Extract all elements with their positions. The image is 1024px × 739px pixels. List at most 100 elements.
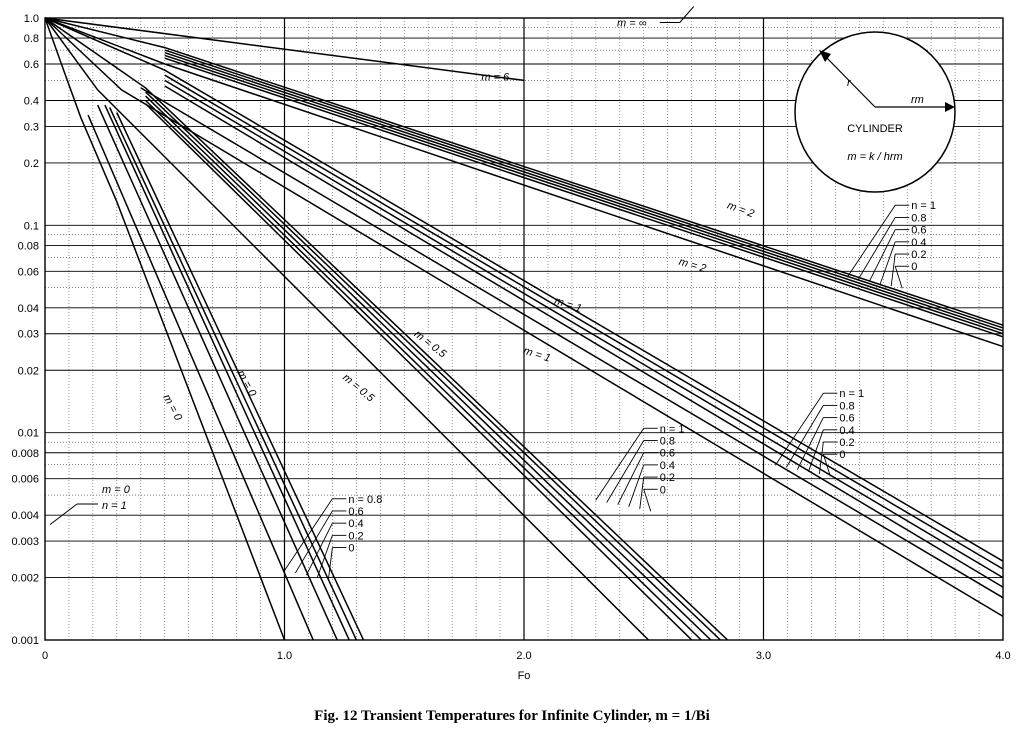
n-leader-arrow	[879, 241, 896, 284]
plot-frame	[44, 17, 1004, 641]
x-tick-label: 3.0	[756, 650, 771, 662]
annotations: m = ∞m = 6m = 2m = 2m = 1m = 1m = 0.5m =…	[49, 6, 756, 526]
series-line	[44, 17, 729, 641]
y-tick-label: 0.4	[24, 96, 39, 108]
y-tick-label: 0.006	[11, 474, 39, 486]
series-line	[109, 107, 358, 641]
series-line	[44, 17, 286, 641]
n-leader-arrow	[316, 535, 333, 578]
curve-label: m = 0.5	[340, 372, 377, 406]
y-tick-label: 0.06	[18, 266, 39, 278]
n-leader-arrow	[628, 464, 645, 508]
corner-note-label: n = 1	[102, 500, 127, 512]
m-infinity-arrow	[679, 6, 695, 23]
y-tick-label: 0.02	[18, 365, 39, 377]
n-label: 0.8	[660, 435, 675, 447]
n-leader-arrow	[774, 392, 824, 466]
curve-label: m = ∞	[617, 17, 647, 29]
y-tick-label: 0.01	[18, 428, 39, 440]
n-label: 0.2	[911, 249, 926, 261]
series-line	[97, 104, 338, 641]
n-label: 0.6	[839, 413, 854, 425]
n-leader-arrow	[617, 452, 645, 505]
n-leader-arrow	[327, 547, 333, 580]
y-tick-label: 0.3	[24, 121, 39, 133]
n-leader-arrow	[857, 217, 896, 280]
y-tick-label: 0.04	[18, 303, 39, 315]
curve-label: m = 0.5	[412, 328, 449, 361]
tick-labels: 1.00.80.60.40.30.20.10.080.060.040.030.0…	[11, 13, 1010, 662]
series-line	[44, 17, 1004, 348]
series-line	[164, 54, 1004, 335]
n-label: 0.4	[348, 518, 363, 530]
series-line	[116, 112, 365, 641]
series-line	[145, 103, 693, 641]
n-leader-arrow	[643, 489, 652, 512]
n-leader-arrow	[284, 498, 333, 572]
curve-label: m = 2	[677, 256, 707, 275]
n-label: 0.6	[660, 448, 675, 460]
curve-label: m = 1	[522, 345, 552, 365]
y-tick-label: 0.8	[24, 33, 39, 45]
series-line	[87, 114, 314, 641]
n-leader-arrow	[807, 429, 824, 472]
n-leader-arrow	[846, 204, 896, 278]
n-leader-arrow	[818, 441, 824, 475]
x-tick-label: 2.0	[516, 650, 531, 662]
series-line	[145, 95, 712, 641]
rm-arrowhead	[945, 102, 955, 112]
y-tick-label: 1.0	[24, 13, 39, 25]
n-leader-arrow	[785, 405, 824, 468]
y-tick-label: 0.1	[24, 220, 39, 232]
axes	[44, 17, 1004, 641]
series-line	[140, 87, 1004, 599]
n-label: 0.6	[911, 225, 926, 237]
n-label: n = 1	[660, 423, 685, 435]
series-line	[44, 17, 1004, 326]
n-label: n = 1	[911, 200, 936, 212]
y-tick-label: 0.008	[11, 448, 39, 460]
series-line	[145, 91, 721, 641]
y-tick-label: 0.001	[11, 635, 39, 647]
y-tick-label: 0.004	[11, 510, 39, 522]
series-line	[164, 49, 1004, 329]
n-group-labels: n = 10.80.60.40.20n = 10.80.60.40.20n = …	[284, 200, 936, 580]
figure-caption: Fig. 12 Transient Temperatures for Infin…	[314, 708, 710, 724]
series-line	[104, 104, 350, 641]
n-leader-arrow	[294, 510, 333, 574]
chart-svg: 1.00.80.60.40.30.20.10.080.060.040.030.0…	[11, 6, 1011, 682]
n-label: 0.4	[660, 460, 675, 472]
n-leader-arrow	[606, 440, 645, 503]
series-line	[164, 74, 1004, 570]
r-arrow	[822, 53, 876, 108]
series-line	[145, 99, 702, 641]
n-label: 0.8	[839, 400, 854, 412]
n-leader-arrow	[822, 454, 831, 477]
y-tick-label: 0.03	[18, 329, 39, 341]
curve-label: m = 0	[160, 393, 184, 424]
n-leader-arrow	[796, 417, 824, 470]
n-label: n = 1	[839, 388, 864, 400]
r-label: r	[847, 77, 852, 89]
y-tick-label: 0.2	[24, 158, 39, 170]
series-line	[164, 57, 1004, 338]
n-leader-arrow	[639, 477, 645, 510]
n-label: 0.2	[660, 472, 675, 484]
cylinder-circle	[794, 31, 956, 193]
corner-note-label: m = 0	[102, 484, 131, 496]
n-label: 0.6	[348, 506, 363, 518]
curve-label: m = 6	[481, 71, 510, 83]
n-label: 0.4	[911, 237, 926, 249]
n-label: 0.2	[348, 530, 363, 542]
n-label: 0	[660, 484, 666, 496]
r-arrowhead	[819, 50, 831, 62]
series-line	[44, 17, 650, 641]
n-label: 0.8	[911, 212, 926, 224]
series-line	[44, 17, 1004, 618]
n-leader-arrow	[868, 229, 896, 282]
x-axis-title: Fo	[518, 670, 531, 682]
y-tick-label: 0.08	[18, 240, 39, 252]
n-leader-arrow	[305, 522, 333, 576]
series-line	[44, 17, 1004, 562]
